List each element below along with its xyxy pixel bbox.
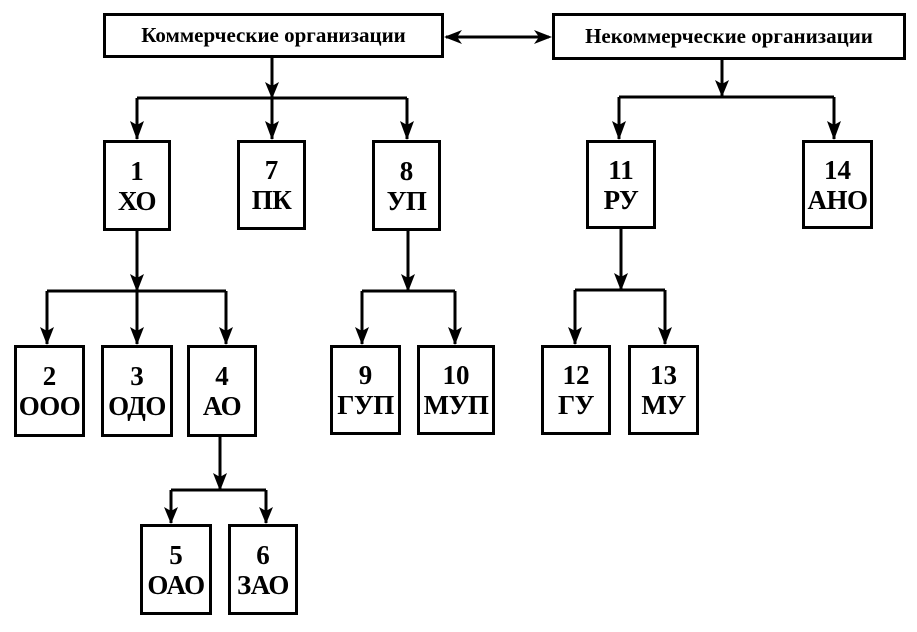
node-3: 3 ОДО [101, 345, 173, 437]
node-6: 6 ЗАО [228, 524, 298, 615]
node-abbreviation: ООО [18, 391, 81, 421]
arrowhead-down-icon [265, 82, 279, 99]
node-7: 7 ПК [237, 140, 306, 230]
arrowhead-down-icon [658, 327, 672, 345]
node-noncommercial-organizations: Некоммерческие организации [552, 13, 906, 60]
node-2: 2 ООО [14, 345, 85, 437]
node-number: 4 [215, 361, 229, 391]
arrowhead-down-icon [259, 507, 273, 524]
node-abbreviation: ОДО [108, 391, 166, 421]
node-abbreviation: ЗАО [237, 569, 289, 600]
node-number: 9 [358, 360, 373, 390]
arrowhead-down-icon [355, 327, 369, 345]
arrowhead-left-icon [444, 30, 462, 44]
node-8: 8 УП [372, 140, 441, 231]
node-number: 8 [399, 155, 414, 186]
node-label: Коммерческие организации [141, 23, 406, 47]
arrowhead-down-icon [213, 473, 227, 491]
node-abbreviation: РУ [603, 184, 639, 215]
node-abbreviation: МУ [641, 390, 686, 420]
node-number: 6 [256, 539, 270, 570]
arrowhead-down-icon [130, 327, 144, 345]
arrowhead-down-icon [400, 121, 414, 140]
arrowhead-down-icon [614, 273, 628, 291]
arrowhead-down-icon [40, 327, 54, 345]
node-13: 13 МУ [628, 345, 699, 435]
node-commercial-organizations: Коммерческие организации [103, 13, 444, 58]
arrowhead-down-icon [265, 121, 279, 140]
node-number: 11 [608, 154, 634, 185]
node-number: 13 [650, 360, 677, 390]
node-number: 12 [562, 360, 590, 390]
node-abbreviation: АНО [807, 184, 868, 215]
arrowhead-down-icon [130, 121, 144, 140]
arrowhead-down-icon [827, 121, 841, 140]
node-abbreviation: МУП [423, 390, 489, 420]
node-number: 2 [42, 361, 57, 391]
node-abbreviation: ОАО [147, 569, 205, 600]
node-12: 12 ГУ [541, 345, 611, 435]
arrowheads [40, 30, 841, 524]
node-11: 11 РУ [586, 140, 656, 229]
arrowhead-down-icon [612, 121, 626, 140]
arrowhead-down-icon [130, 274, 144, 292]
node-abbreviation: ХО [117, 185, 157, 216]
node-number: 14 [824, 154, 851, 185]
node-number: 3 [130, 361, 144, 391]
node-abbreviation: ПК [251, 185, 292, 215]
node-number: 7 [264, 155, 279, 185]
node-label: Некоммерческие организации [585, 24, 873, 48]
node-number: 5 [169, 539, 183, 570]
node-abbreviation: АО [202, 391, 242, 421]
node-10: 10 МУП [417, 345, 495, 435]
arrowhead-right-icon [534, 30, 552, 44]
node-number: 1 [130, 155, 144, 186]
arrowhead-down-icon [219, 327, 233, 345]
node-4: 4 АО [187, 345, 257, 437]
arrowhead-down-icon [401, 274, 415, 292]
node-14: 14 АНО [802, 140, 873, 229]
arrowhead-down-icon [164, 507, 178, 524]
node-5: 5 ОАО [140, 524, 212, 615]
node-9: 9 ГУП [330, 345, 401, 435]
arrowhead-down-icon [568, 327, 582, 345]
node-number: 10 [442, 360, 470, 390]
node-abbreviation: ГУП [337, 390, 394, 420]
node-1: 1 ХО [103, 140, 171, 231]
arrowhead-down-icon [448, 327, 462, 345]
node-abbreviation: УП [386, 185, 427, 216]
node-abbreviation: ГУ [558, 390, 595, 420]
arrowhead-down-icon [715, 80, 729, 97]
